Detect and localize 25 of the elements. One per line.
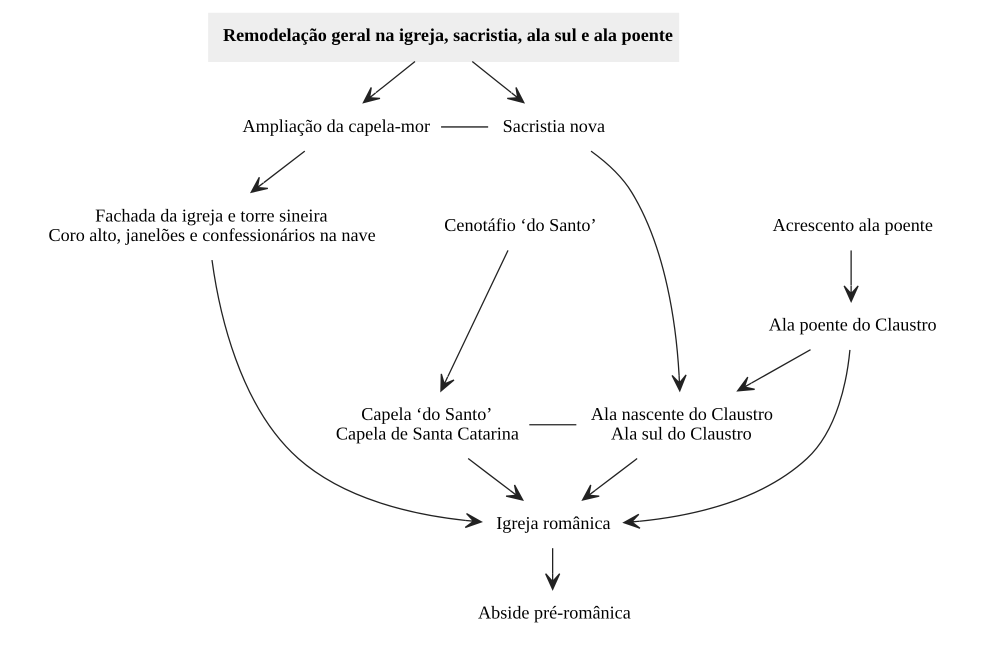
arrow (843, 250, 859, 302)
arrow (623, 350, 851, 529)
arrow (250, 150, 306, 193)
node-text: Cenotáfio ‘do Santo’ (444, 215, 597, 236)
arrow (737, 349, 811, 392)
node-box: Remodelação geral na igreja, sacristia, ala sul e ala poente (208, 12, 680, 62)
connector (529, 424, 576, 426)
arrow (440, 250, 509, 392)
node-text: Abside pré-românica (478, 602, 631, 622)
node-text: Ala poente do Claustro (768, 314, 937, 334)
node-text: Ampliação da capela-mor (242, 116, 430, 136)
node-text: Capela ‘do Santo’ Capela de Santa Catarina (336, 404, 519, 444)
arrow (468, 458, 524, 501)
arrow (472, 61, 524, 104)
node-text: Sacristia nova (502, 116, 606, 136)
node-text: Ala nascente do Claustro Ala sul do Claustro (590, 404, 773, 444)
arrow (362, 61, 416, 104)
arrow (590, 150, 687, 392)
node-text: Acrescento ala poente (772, 215, 933, 236)
connector (441, 126, 488, 128)
node-text: Igreja românica (496, 512, 611, 533)
arrow (544, 548, 560, 590)
arrow (211, 260, 482, 528)
arrow (582, 458, 638, 501)
node-text: Fachada da igreja e torre sineira Coro alto, janelões e confessionários na nave (48, 205, 376, 245)
